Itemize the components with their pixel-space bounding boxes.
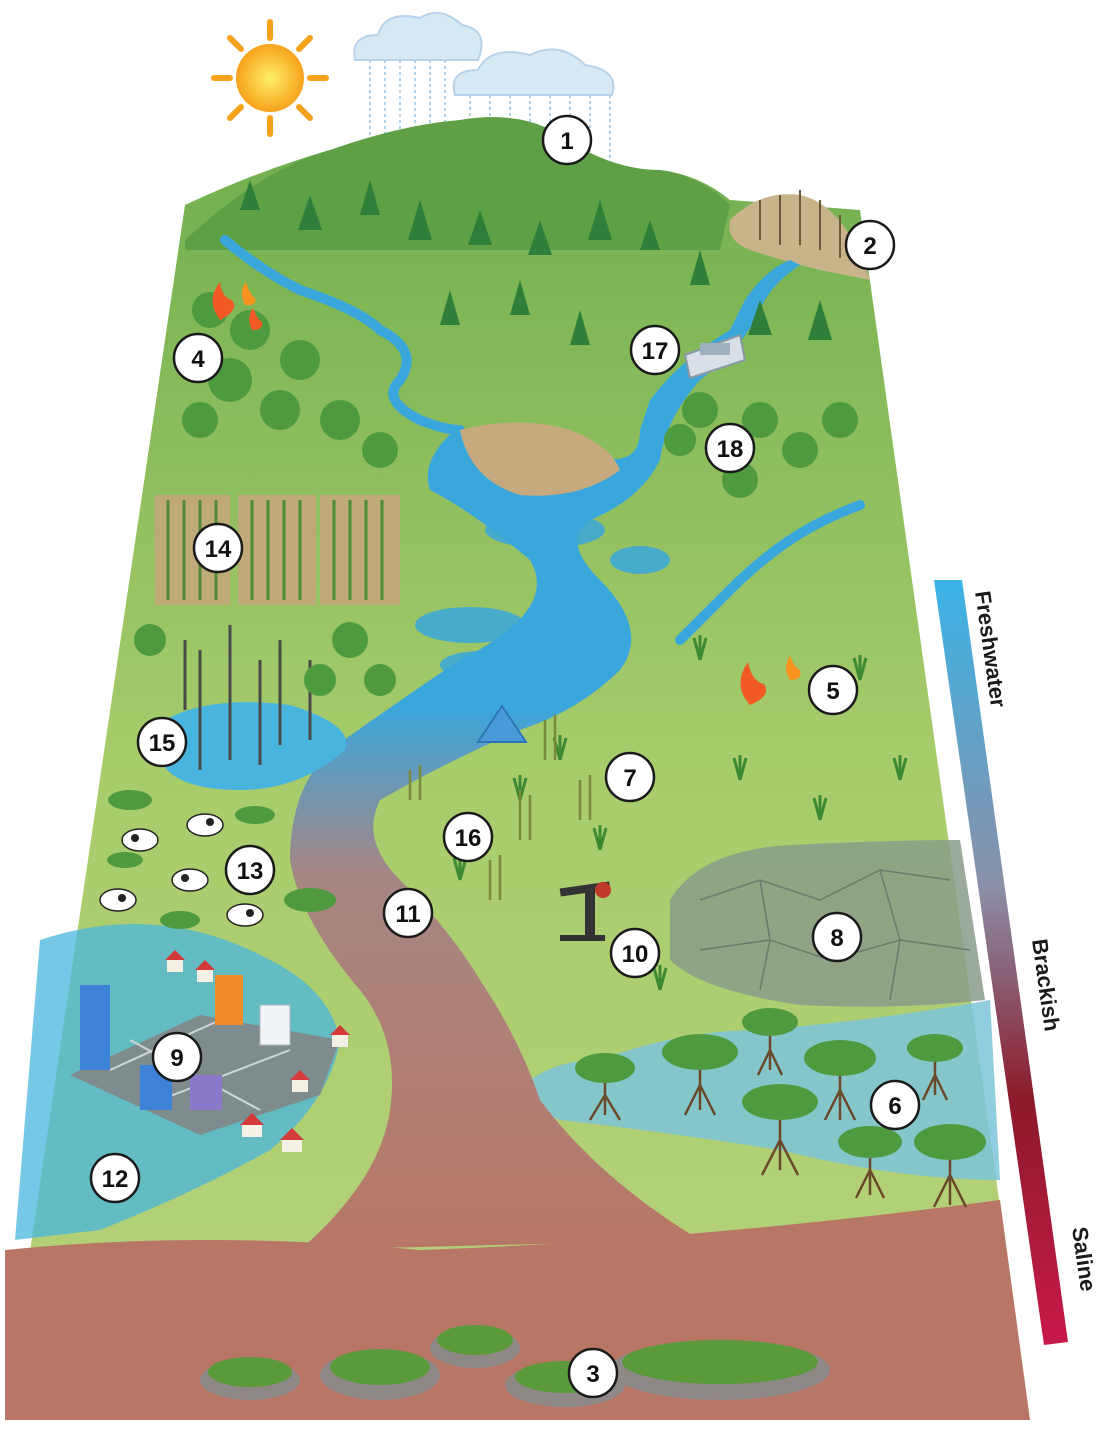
svg-text:4: 4 [191,346,205,373]
marker-5: 5 [807,664,859,716]
svg-text:15: 15 [149,730,176,757]
marker-11: 11 [382,887,434,939]
marker-3: 3 [567,1347,619,1399]
number-markers: 1 2 3 4 5 6 7 8 9 10 11 12 13 14 15 [89,114,921,1399]
crop-fields [155,495,400,605]
scale-label-saline: Saline [1067,1225,1099,1293]
svg-text:10: 10 [622,941,649,968]
svg-text:8: 8 [830,925,843,952]
mountain [185,117,730,251]
svg-text:3: 3 [586,1361,599,1388]
sediment-bar [460,422,620,496]
pasture-trees [107,790,336,929]
cattle-herd [99,813,264,927]
conifer-trees [240,180,832,345]
svg-text:16: 16 [455,825,482,852]
triangle-marker-icon [476,704,528,743]
marker-4: 4 [172,332,224,384]
svg-text:2: 2 [863,233,876,260]
svg-text:18: 18 [717,436,744,463]
svg-text:17: 17 [642,338,669,365]
reed-bed [408,715,592,900]
salinity-scale: Freshwater Brackish Saline [934,580,1099,1345]
svg-text:6: 6 [888,1093,901,1120]
marker-7: 7 [604,751,656,803]
marker-10: 10 [609,927,661,979]
marker-8: 8 [811,911,863,963]
marker-12: 12 [89,1152,141,1204]
marker-16: 16 [442,811,494,863]
svg-text:13: 13 [237,858,264,885]
svg-text:5: 5 [826,678,839,705]
tributary-left [220,235,465,435]
marker-18: 18 [704,422,756,474]
marker-15: 15 [136,716,188,768]
fire-icon-forest [212,282,263,330]
floodplain-pools [415,512,670,679]
marker-9: 9 [151,1031,203,1083]
tributary-right [675,500,865,645]
fire-icon-marsh [740,656,801,705]
svg-text:9: 9 [170,1045,183,1072]
svg-text:1: 1 [560,128,573,155]
offshore-islands [200,1325,830,1407]
flooded-pond [160,702,347,790]
marker-14: 14 [192,522,244,574]
marker-1: 1 [541,114,593,166]
city [70,950,350,1152]
marker-13: 13 [224,844,276,896]
marker-17: 17 [629,324,681,376]
river [290,260,800,1250]
sun-icon [211,19,329,137]
dam-icon [683,333,747,380]
marker-6: 6 [869,1079,921,1131]
marker-2: 2 [844,219,896,271]
mangrove-trees [575,1008,986,1208]
svg-text:7: 7 [623,765,636,792]
dead-shrubs [759,190,841,258]
svg-text:12: 12 [102,1166,129,1193]
oil-pump-icon [559,881,611,941]
svg-text:14: 14 [205,536,232,563]
svg-text:11: 11 [395,901,420,928]
scale-label-brackish: Brackish [1027,937,1065,1033]
dead-trees [183,625,312,770]
